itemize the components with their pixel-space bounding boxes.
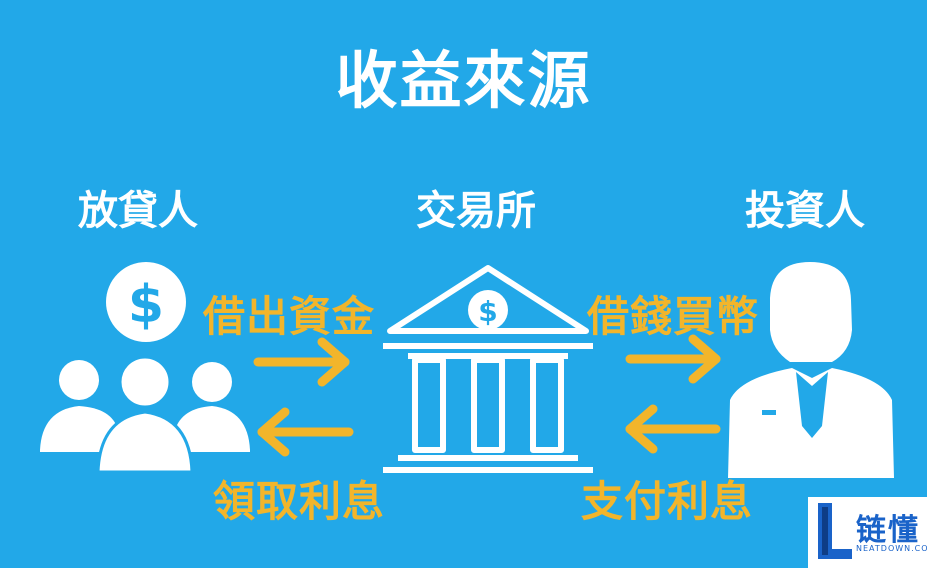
watermark-logo	[808, 497, 927, 568]
flow-borrow-to-buy-label: 借錢買幣	[587, 292, 760, 341]
arrow-left-icon	[625, 404, 721, 454]
flow-pay-interest-label: 支付利息	[581, 477, 754, 526]
arrow-right-icon	[253, 337, 350, 387]
bank-building-icon: $	[383, 265, 593, 473]
role-lender-label: 放貸人	[78, 188, 198, 234]
svg-text:$: $	[478, 295, 497, 328]
page-title: 收益來源	[335, 44, 592, 117]
watermark-brand-en: NEATDOWN.COM	[856, 544, 927, 553]
flow-lend-funds-label: 借出資金	[203, 292, 376, 341]
arrow-left-icon	[257, 407, 354, 457]
svg-text:$: $	[128, 275, 164, 335]
role-exchange-label: 交易所	[416, 188, 536, 234]
flow-receive-interest-label: 領取利息	[213, 477, 386, 526]
watermark-l-icon	[818, 503, 852, 559]
arrow-right-icon	[625, 334, 721, 384]
dollar-coin-icon: $	[106, 262, 186, 342]
role-investor-label: 投資人	[745, 188, 865, 234]
businessman-icon	[728, 262, 894, 478]
people-group-icon	[40, 355, 250, 474]
watermark-brand-cn: 链懂	[856, 513, 920, 548]
